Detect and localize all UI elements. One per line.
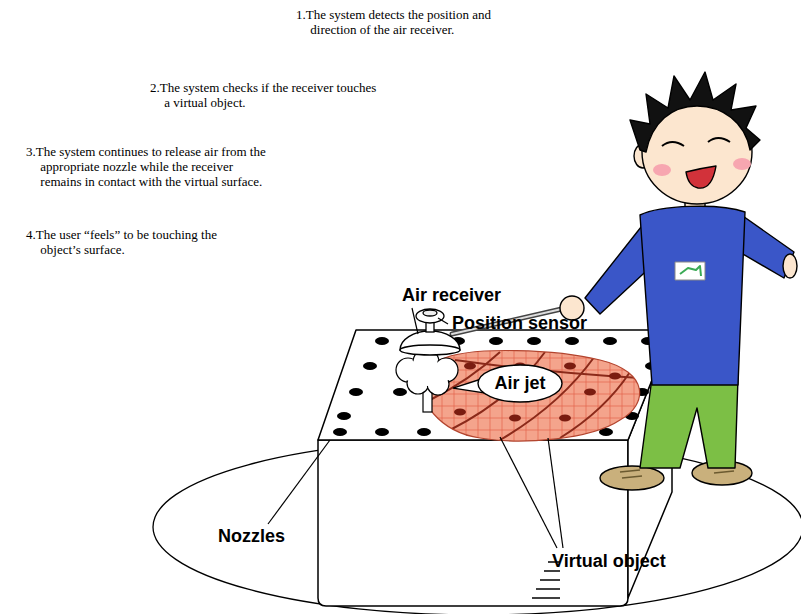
virtual-object-part-part: [609, 373, 621, 380]
virtual-object-part-part: [584, 389, 596, 396]
nozzle-holes-part: [565, 337, 579, 345]
virtual-object: [420, 350, 650, 445]
nozzle-holes-part: [393, 388, 407, 396]
virtual-object-part: [454, 363, 621, 422]
virtual-object-part-part: [420, 358, 650, 359]
position-sensor-part: [416, 309, 444, 323]
leader-lines-part: [412, 308, 418, 334]
boy-figure-part: [680, 266, 701, 276]
virtual-object-part-part: [454, 409, 466, 416]
step-note: 2.The system checks if the receiver touc…: [150, 80, 379, 110]
leader-lines-part: [438, 318, 448, 324]
virtual-object-part-part: [450, 352, 545, 430]
floor-ellipse-part: [153, 439, 801, 614]
nozzle-holes-part: [337, 412, 351, 420]
callout-bubble: Air jet: [477, 364, 563, 403]
boy-figure-part: [708, 138, 730, 142]
virtual-object-part-part: [559, 415, 571, 422]
device-box-part: [532, 597, 560, 599]
boy-figure-part: [600, 466, 664, 490]
nozzle-holes-part: [489, 337, 503, 345]
boy-figure-part: [733, 158, 751, 170]
virtual-object-part-part: [586, 350, 587, 445]
boy-figure-part: [653, 164, 671, 176]
boy-figure-part: [630, 72, 760, 152]
bubble-joint: [480, 378, 494, 392]
air-jet-cloud-part: [398, 351, 457, 394]
device-box-part: [318, 330, 672, 440]
air-jet-cloud-part: [396, 349, 458, 395]
device-box-part: [318, 440, 628, 606]
nozzle-holes-part: [375, 428, 389, 436]
position-sensor-part: [423, 310, 437, 316]
device-box: [318, 330, 672, 606]
boy-figure-part: [686, 166, 716, 188]
virtual-object-part-part: [562, 350, 563, 445]
boy-figure-part: [620, 470, 642, 478]
boy-figure: [560, 72, 797, 490]
virtual-object-part-part: [564, 363, 576, 370]
step-note: 1.The system detects the position and di…: [296, 7, 525, 37]
air-receiver-part: [400, 345, 460, 355]
virtual-object-part-part: [560, 372, 630, 438]
leader-lines-part: [268, 440, 330, 524]
nozzle-holes-part: [363, 362, 377, 370]
virtual-object-part-part: [634, 350, 635, 445]
boy-figure-part: [675, 262, 705, 280]
boy-figure-part: [783, 254, 797, 278]
virtual-object-part: [423, 351, 640, 441]
boy-figure-part: [640, 206, 745, 385]
virtual-object-part-part: [509, 415, 521, 422]
nozzle-holes-part: [375, 337, 389, 345]
nozzle-holes-part: [333, 428, 347, 436]
step-note: 4.The user “feels” to be touching the ob…: [26, 227, 255, 257]
floor-ellipse: [153, 439, 801, 614]
nozzle-holes-part: [349, 388, 363, 396]
virtual-object-part-part: [622, 350, 623, 445]
step-note: 3.The system continues to release air fr…: [26, 144, 268, 189]
virtual-object-part: [423, 351, 640, 441]
nozzle-holes-part: [527, 337, 541, 345]
callout-text: Air jet: [494, 373, 545, 393]
boy-figure-part: [662, 142, 684, 146]
part-label: Position sensor: [452, 313, 587, 333]
bubble-ellipse: [478, 365, 562, 402]
part-label: Air receiver: [402, 285, 501, 305]
device-box-part: [536, 588, 560, 590]
virtual-object-part-part: [464, 363, 476, 370]
leader-lines: [268, 308, 563, 548]
nozzle-holes-part: [603, 337, 617, 345]
virtual-object-part: [420, 350, 650, 445]
device-box-part: [540, 579, 560, 581]
boy-figure-part: [640, 378, 738, 468]
air-jet-cloud: [396, 349, 458, 412]
part-label: Virtual object: [552, 551, 666, 571]
part-label: Nozzles: [218, 526, 285, 546]
virtual-object-part-part: [550, 350, 551, 445]
leader-lines-part: [548, 438, 563, 548]
leader-lines-part: [500, 437, 557, 548]
virtual-object-part-part: [478, 350, 479, 445]
air-jet-cloud-part-part: [415, 362, 439, 386]
virtual-object-part-part: [420, 406, 650, 407]
nozzle-holes-part: [417, 428, 431, 436]
position-sensor: [416, 309, 444, 332]
